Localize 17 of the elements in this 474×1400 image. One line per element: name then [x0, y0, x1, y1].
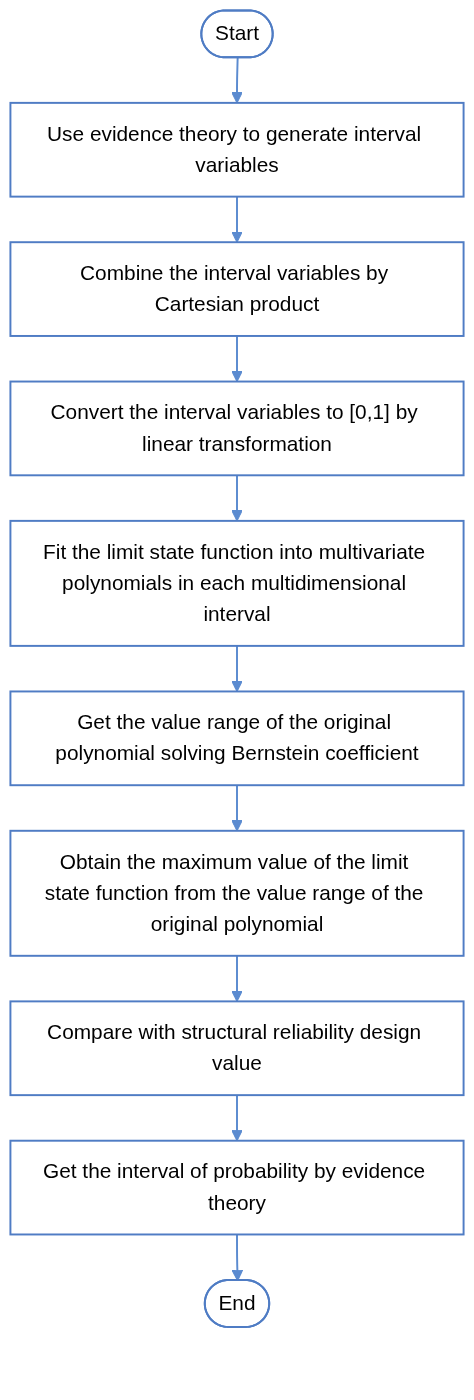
node-box: Compare with structural reliability design value — [9, 1000, 465, 1097]
arrow — [231, 56, 243, 104]
arrow — [231, 335, 243, 383]
node-box: Obtain the maximum value of the limit state function from the value range of the original polynomial — [9, 829, 465, 957]
node-box: Get the value range of the original polynomial solving Bernstein coefficient — [9, 690, 465, 787]
node-box: Get the interval of probability by evidence theory — [9, 1139, 465, 1236]
arrow — [231, 474, 243, 522]
node-box: Use evidence theory to generate interval variables — [9, 101, 465, 198]
arrow — [231, 1094, 243, 1142]
arrow — [231, 644, 243, 692]
arrow — [231, 954, 243, 1002]
arrow — [231, 784, 243, 832]
arrow — [231, 195, 243, 243]
node-box: Fit the limit state function into multivariate polynomials in each multidimensional interval — [9, 519, 465, 647]
node-box: Convert the interval variables to [0,1] by linear transformation — [9, 380, 465, 477]
arrow — [231, 1233, 244, 1282]
node-box: Combine the interval variables by Cartesian product — [9, 241, 465, 337]
